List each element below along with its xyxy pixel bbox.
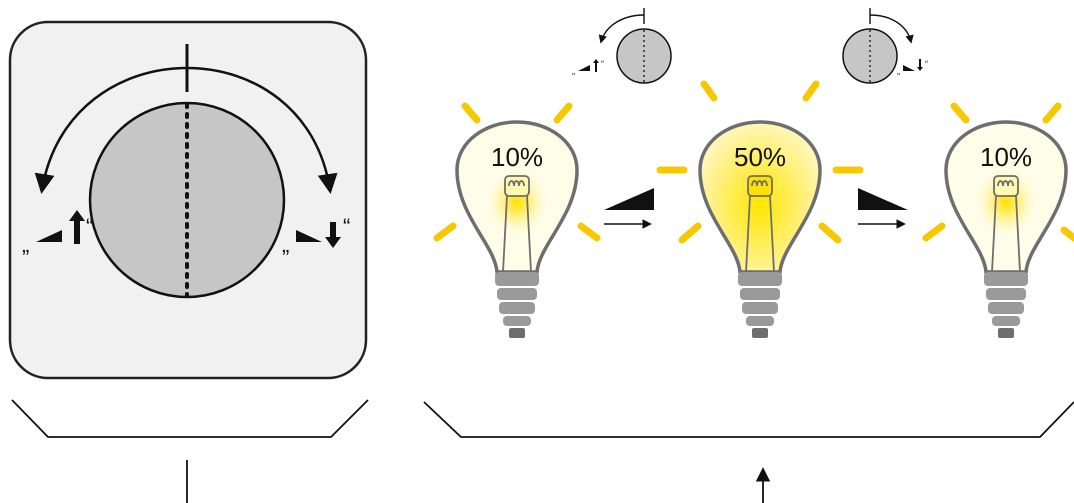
ramp-down-icon [903, 65, 915, 71]
quote-close: “ [86, 214, 93, 239]
left-bracket [11, 399, 369, 438]
light-rays [922, 102, 1074, 242]
rotate-right-arrow [186, 66, 338, 194]
quote-close: “ [601, 59, 604, 69]
rotate-left-arrow [34, 66, 188, 194]
rotate-right-arrow [869, 14, 914, 44]
quote-open: „ [572, 66, 575, 76]
ramp-up-icon [36, 230, 62, 242]
bulb-base [984, 272, 1028, 338]
quote-open: „ [282, 232, 289, 257]
quote-open: „ [897, 66, 900, 76]
bulb-glow [970, 158, 1042, 238]
quote-close: “ [343, 214, 350, 239]
ramp-up-icon [578, 65, 590, 71]
arrow-down-icon [917, 59, 923, 71]
mini-knob-left: „ “ [572, 8, 672, 84]
bulb-filament [991, 175, 1021, 273]
brightness-label: 10% [491, 142, 543, 172]
quote-close: “ [925, 59, 928, 69]
bulb-base [738, 272, 782, 338]
bulb-base [495, 272, 539, 338]
arrow-up-icon [69, 210, 85, 244]
bulb-filament [502, 175, 532, 273]
right-bracket [423, 401, 1074, 438]
brightness-label: 50% [734, 142, 786, 172]
ramp-down-icon [858, 188, 908, 210]
bulb-filament [745, 175, 775, 273]
bulb-1: 10% [433, 102, 601, 338]
arrow-up-icon [593, 59, 599, 72]
bulb-2: 50% [656, 80, 864, 338]
bulb-3: 10% [922, 102, 1074, 338]
transition-2 [858, 188, 908, 229]
light-rays [656, 80, 864, 244]
brightness-label: 10% [980, 142, 1032, 172]
ramp-down-icon [296, 230, 322, 242]
quote-open: „ [22, 232, 29, 257]
light-rays [433, 102, 601, 242]
bulb-glow [481, 158, 553, 238]
transition-1 [604, 188, 654, 229]
bulb-glass [698, 120, 822, 274]
arrow-down-icon [325, 222, 341, 248]
ramp-up-icon [604, 188, 654, 210]
left-label-group: „ “ [22, 210, 93, 257]
rotate-left-arrow [598, 14, 645, 44]
dimmer-panel: „ “ „ “ [8, 20, 368, 380]
mini-knob-right: „ “ [842, 8, 928, 84]
right-label-group: „ “ [282, 214, 350, 257]
